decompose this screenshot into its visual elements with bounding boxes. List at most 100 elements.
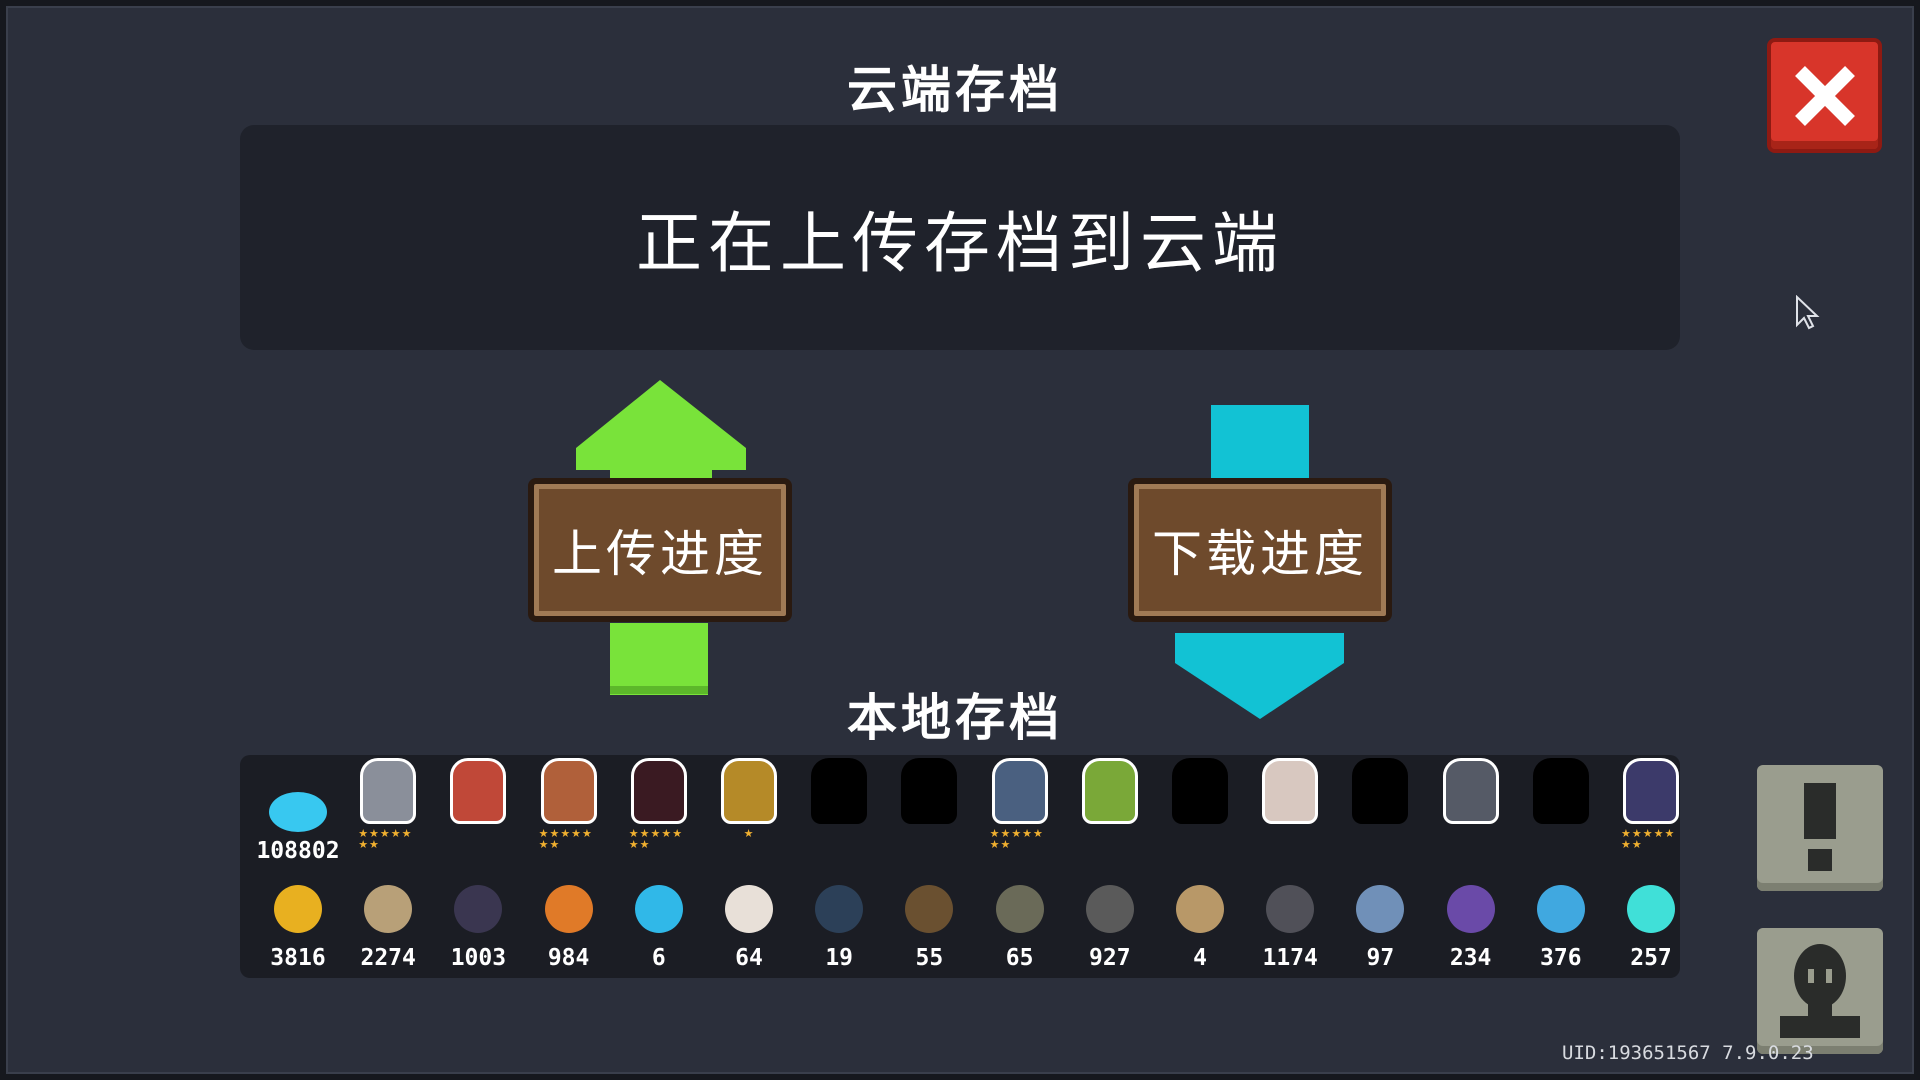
star-rating: ★★★★★ ★★ bbox=[358, 827, 413, 851]
uid-version-text: UID:193651567 7.9.0.23 bbox=[1562, 1042, 1814, 1064]
character-portrait bbox=[1081, 758, 1138, 824]
locked-character-silhouette bbox=[1172, 758, 1228, 824]
locked-character[interactable] bbox=[1516, 758, 1606, 824]
character-portrait bbox=[1442, 758, 1499, 824]
item-cell: 2274 bbox=[343, 885, 433, 971]
locked-character-silhouette bbox=[1532, 758, 1589, 824]
character-card[interactable]: ★★★★★ ★★ bbox=[975, 758, 1065, 850]
item-cell: 1174 bbox=[1245, 885, 1335, 971]
status-panel: 正在上传存档到云端 bbox=[240, 125, 1680, 350]
item-count: 234 bbox=[1449, 945, 1492, 971]
tool-icon bbox=[905, 885, 954, 933]
seed-bag-icon bbox=[725, 885, 773, 933]
coal-icon bbox=[1266, 885, 1315, 933]
item-cell: 234 bbox=[1426, 885, 1516, 971]
item-cell: 6 bbox=[614, 885, 704, 971]
fiber-icon bbox=[364, 885, 413, 933]
item-count: 1174 bbox=[1262, 945, 1318, 971]
star-rating: ★★★★★ ★★ bbox=[538, 827, 593, 851]
gold-coin-icon bbox=[274, 885, 322, 933]
item-count: 4 bbox=[1193, 945, 1207, 971]
item-count: 927 bbox=[1089, 945, 1131, 971]
purple-crystal-icon bbox=[1446, 885, 1495, 933]
status-text: 正在上传存档到云端 bbox=[636, 204, 1284, 282]
locked-character-silhouette bbox=[811, 758, 868, 824]
character-portrait bbox=[360, 758, 417, 824]
star-rating: ★★★★★ ★★ bbox=[989, 827, 1044, 851]
user-silhouette-icon bbox=[1780, 944, 1860, 1038]
character-card[interactable] bbox=[1065, 758, 1155, 824]
item-cell: 65 bbox=[975, 885, 1065, 971]
item-count: 257 bbox=[1630, 945, 1672, 971]
character-portrait bbox=[540, 758, 597, 824]
character-card[interactable]: ★★★★★ ★★ bbox=[524, 758, 614, 850]
character-card[interactable]: ★★★★★ ★★ bbox=[1606, 758, 1696, 850]
close-button[interactable] bbox=[1767, 38, 1882, 153]
item-cell: 1003 bbox=[433, 885, 523, 971]
item-count: 6 bbox=[651, 945, 666, 971]
locked-character[interactable] bbox=[884, 758, 974, 824]
item-cell: 97 bbox=[1335, 885, 1425, 971]
character-card[interactable] bbox=[1426, 758, 1516, 824]
blueprint-icon bbox=[1176, 885, 1224, 933]
character-card[interactable]: ★★★★★ ★★ bbox=[614, 758, 704, 850]
item-count: 376 bbox=[1540, 945, 1582, 971]
locked-character-silhouette bbox=[901, 758, 958, 824]
energy-orb-icon bbox=[634, 885, 683, 933]
download-progress-button[interactable]: 下载进度 bbox=[1128, 478, 1392, 622]
star-rating: ★★★★★ ★★ bbox=[628, 827, 684, 851]
character-portrait bbox=[1623, 758, 1679, 824]
locked-character[interactable] bbox=[794, 758, 884, 824]
close-icon bbox=[1794, 65, 1855, 126]
item-cell: 257 bbox=[1606, 885, 1696, 971]
item-cell: 984 bbox=[524, 885, 614, 971]
gear-icon bbox=[1085, 885, 1134, 933]
currency-value: 108802 bbox=[256, 838, 340, 864]
character-card[interactable] bbox=[433, 758, 523, 824]
character-portrait bbox=[630, 758, 687, 824]
currency-cell: 108802 bbox=[253, 772, 343, 864]
mouse-cursor-icon bbox=[1796, 295, 1820, 330]
item-count: 2274 bbox=[360, 945, 416, 971]
item-count: 97 bbox=[1366, 945, 1395, 971]
cyan-crystal-icon bbox=[1627, 885, 1675, 933]
character-card[interactable]: ★ bbox=[704, 758, 794, 839]
item-cell: 19 bbox=[794, 885, 884, 971]
item-cell: 64 bbox=[704, 885, 794, 971]
account-button[interactable] bbox=[1757, 928, 1883, 1054]
item-cell: 927 bbox=[1065, 885, 1155, 971]
star-rating: ★ bbox=[743, 827, 755, 840]
character-portrait bbox=[1262, 758, 1319, 824]
local-save-title: 本地存档 bbox=[847, 689, 1063, 747]
locked-character[interactable] bbox=[1155, 758, 1245, 824]
character-card[interactable]: ★★★★★ ★★ bbox=[343, 758, 433, 850]
cloud-save-title: 云端存档 bbox=[847, 61, 1063, 119]
character-portrait bbox=[450, 758, 507, 824]
fish-icon bbox=[815, 885, 864, 933]
notice-button[interactable] bbox=[1757, 765, 1883, 891]
part-icon bbox=[995, 885, 1044, 933]
ore-icon bbox=[544, 885, 593, 933]
gem-icon bbox=[269, 792, 327, 832]
item-count: 55 bbox=[915, 945, 944, 971]
upload-progress-button[interactable]: 上传进度 bbox=[528, 478, 792, 622]
item-cell: 55 bbox=[884, 885, 974, 971]
item-count: 65 bbox=[1005, 945, 1034, 971]
character-card[interactable] bbox=[1245, 758, 1335, 824]
locked-character-silhouette bbox=[1352, 758, 1409, 824]
character-portrait bbox=[991, 758, 1048, 824]
star-rating: ★★★★★ ★★ bbox=[1621, 827, 1676, 851]
item-count: 64 bbox=[735, 945, 763, 971]
exclamation-icon bbox=[1804, 783, 1836, 871]
locked-character[interactable] bbox=[1335, 758, 1425, 824]
wood-log-icon bbox=[454, 885, 503, 933]
upload-arrow-icon bbox=[576, 380, 746, 695]
blue-crystal-icon bbox=[1536, 885, 1585, 933]
item-cell: 3816 bbox=[253, 885, 343, 971]
item-count: 3816 bbox=[270, 945, 326, 971]
item-count: 19 bbox=[825, 945, 854, 971]
download-arrow-icon bbox=[1175, 405, 1344, 719]
cloth-icon bbox=[1356, 885, 1405, 933]
item-count: 1003 bbox=[450, 945, 507, 971]
item-count: 984 bbox=[547, 945, 590, 971]
